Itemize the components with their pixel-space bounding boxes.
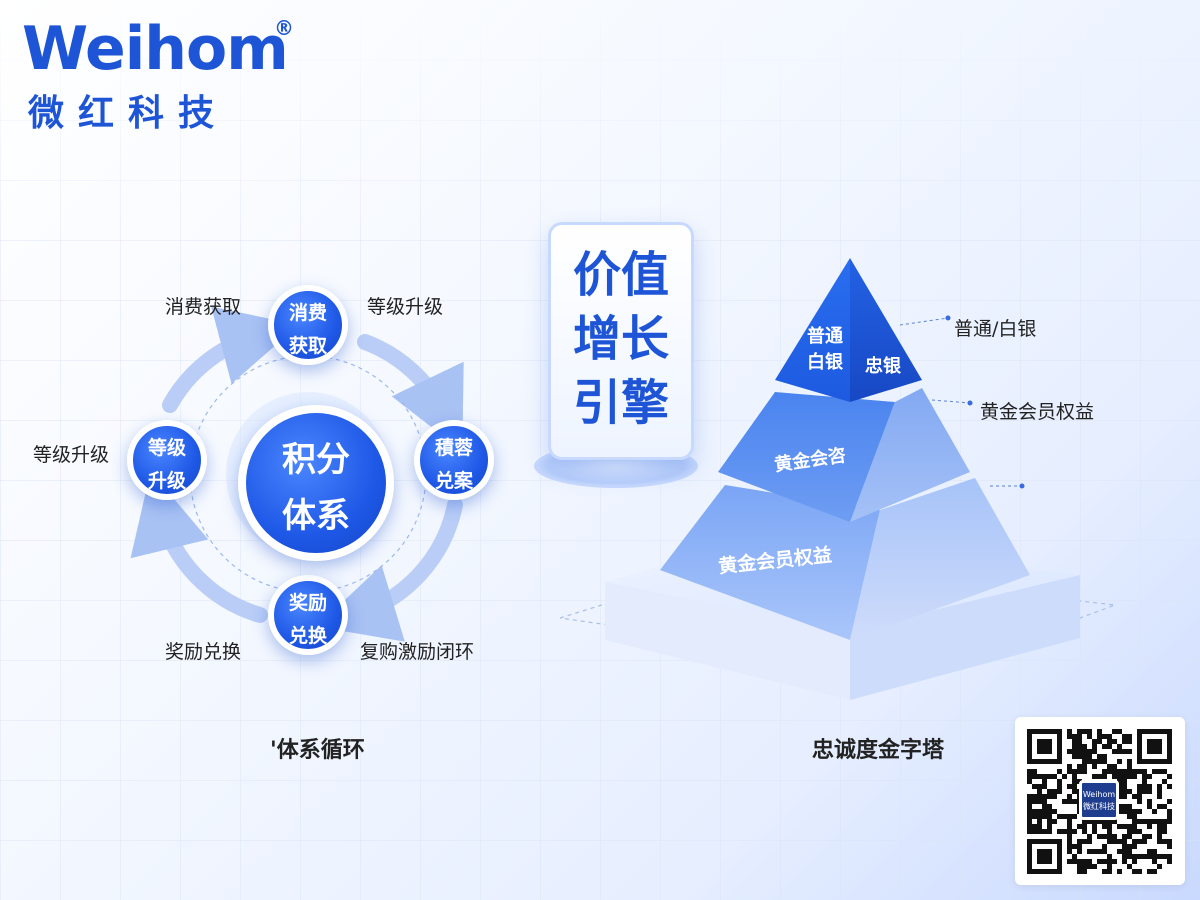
cycle-arrow-left-top bbox=[162, 306, 299, 413]
pyramid-caption: 忠诚度金字塔 bbox=[812, 738, 945, 763]
logo-chinese-name: 微红科技 bbox=[28, 93, 229, 134]
center-node-points-system: 积分 bbox=[238, 405, 394, 561]
leader-line-top bbox=[899, 317, 949, 326]
label-consume-acquire: 消费获取 bbox=[165, 296, 242, 318]
node-level-up-line-2: 升级 bbox=[147, 470, 186, 492]
value-engine-line-2: 增长 bbox=[572, 311, 669, 367]
node-reward-exchange-line-1: 奖励 bbox=[288, 592, 327, 614]
node-consume-acquire-line-2: 获取 bbox=[288, 335, 327, 357]
value-engine-card: 价值 增长 引擎 bbox=[548, 222, 694, 460]
pyramid-bottom-tier-side bbox=[850, 478, 1030, 640]
value-engine-text: 价值 增长 引擎 bbox=[551, 243, 691, 435]
cycle-arrow-bottom-left bbox=[130, 471, 268, 623]
pyramid-base-left bbox=[605, 582, 850, 700]
qr-logo-wordmark: Weihom bbox=[1082, 790, 1116, 799]
center-node-line-2: 体系 bbox=[282, 496, 350, 536]
node-reward-exchange-line-2: 兑换 bbox=[288, 625, 327, 647]
pyramid-top-tier-side bbox=[850, 258, 922, 402]
value-engine-line-1: 价值 bbox=[572, 247, 669, 303]
qr-logo-cn: 微红科技 bbox=[1083, 802, 1115, 811]
top-tier-label-left-1: 普通 bbox=[807, 326, 843, 347]
pyramid-top-tier-front bbox=[775, 258, 850, 402]
pyramid-side-label-top: 普通/白银 bbox=[954, 318, 1037, 340]
pyramid-side-label-middle: 黄金会员权益 bbox=[980, 401, 1095, 423]
pyramid-middle-tier-front bbox=[718, 392, 895, 522]
registered-mark: ® bbox=[274, 16, 294, 40]
pyramid-middle-tier-side bbox=[850, 388, 970, 522]
logo-wordmark: Weihom bbox=[22, 14, 289, 84]
label-level-up-top: 等级升级 bbox=[367, 296, 444, 318]
node-points-redeem: 積蓉 bbox=[414, 420, 494, 500]
pyramid-base-right bbox=[850, 575, 1080, 700]
qr-center-logo: Weihom 微红科技 bbox=[1079, 780, 1119, 820]
top-tier-label-left-2: 白银 bbox=[807, 352, 843, 373]
cycle-arrow-right-bottom bbox=[316, 497, 463, 642]
cycle-caption: '体系循环 bbox=[270, 738, 365, 763]
label-level-up-left: 等级升级 bbox=[33, 444, 110, 466]
node-points-redeem-line-2: 兑案 bbox=[434, 470, 473, 492]
value-engine-line-3: 引擎 bbox=[572, 375, 669, 431]
node-consume-acquire-line-1: 消费 bbox=[288, 302, 327, 324]
node-level-up: 等级 bbox=[127, 420, 207, 500]
leader-line-middle bbox=[931, 399, 971, 404]
cycle-arrow-top-right bbox=[357, 334, 464, 452]
pyramid-bottom-tier-front bbox=[660, 485, 880, 640]
node-reward-exchange: 奖励 bbox=[268, 575, 348, 655]
brand-logo: Weihom ® 微红科技 bbox=[22, 14, 294, 134]
node-consume-acquire: 消费 bbox=[268, 285, 348, 365]
node-level-up-line-1: 等级 bbox=[147, 437, 186, 459]
qr-code-pattern bbox=[1027, 729, 1172, 874]
label-reward-exchange: 奖励兑换 bbox=[165, 641, 242, 663]
label-repurchase-loop: 复购激励闭环 bbox=[360, 641, 475, 663]
center-node-line-1: 积分 bbox=[282, 440, 350, 480]
top-tier-label-right: 忠银 bbox=[865, 356, 901, 377]
node-points-redeem-line-1: 積蓉 bbox=[434, 437, 473, 459]
